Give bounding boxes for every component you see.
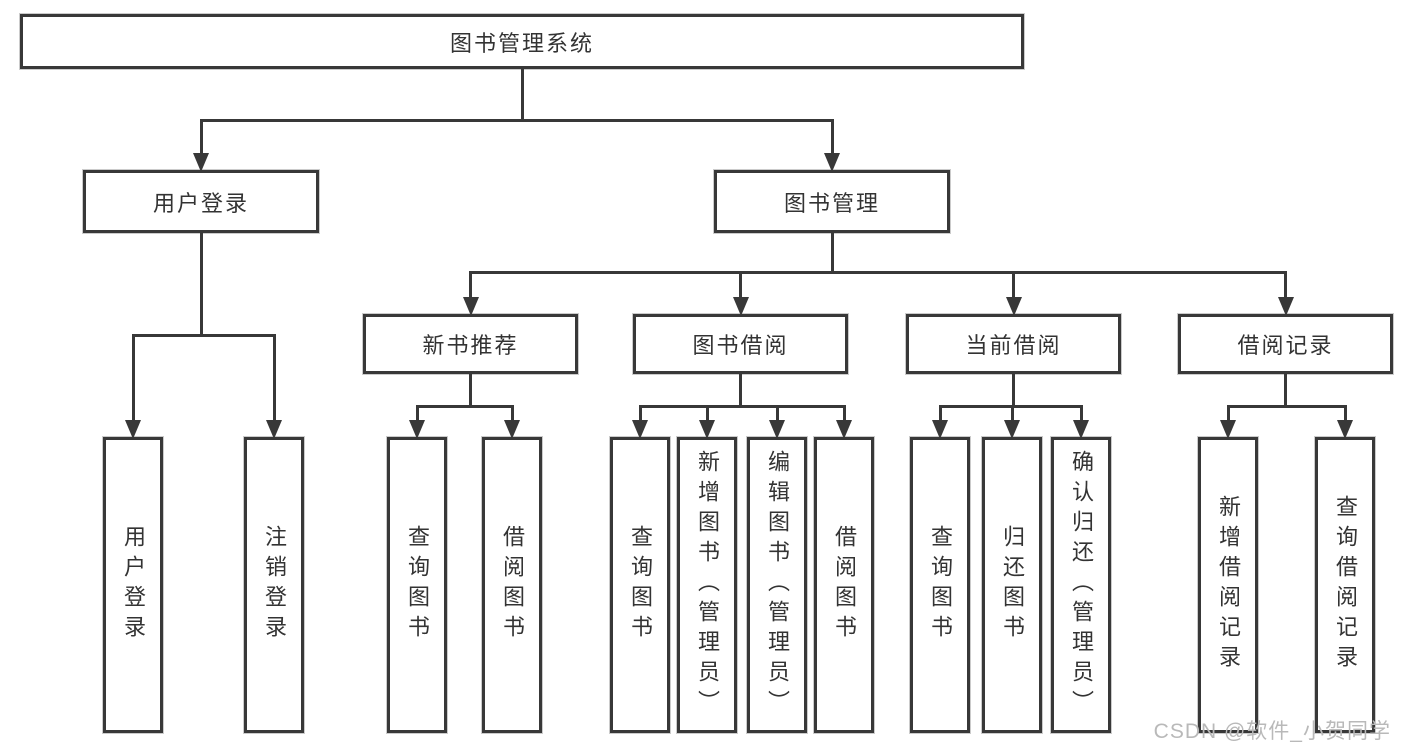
node-label-v-add-book: 新增图书（管理员） <box>695 450 720 720</box>
node-label-v-add-record: 新增借阅记录 <box>1216 495 1241 675</box>
connector-line <box>199 232 203 335</box>
arrowhead-down-icon <box>1073 420 1089 439</box>
arrowhead-down-icon <box>632 420 648 439</box>
node-current-borrow: 当前借阅 <box>906 314 1121 374</box>
node-book-borrow: 图书借阅 <box>633 314 848 374</box>
node-v-user-login: 用户登录 <box>103 437 163 733</box>
node-v-add-record: 新增借阅记录 <box>1198 437 1258 733</box>
connector-line <box>415 404 514 408</box>
node-label-v-edit-book: 编辑图书（管理员） <box>765 450 790 720</box>
arrowhead-down-icon <box>193 153 209 172</box>
node-label-book-mgmt: 图书管理 <box>783 190 880 216</box>
arrowhead-down-icon <box>1005 297 1022 316</box>
connector-line <box>469 270 1287 274</box>
connector-line <box>469 373 472 406</box>
node-label-v-logout: 注销登录 <box>262 525 287 645</box>
connector-line <box>415 406 419 421</box>
connector-line <box>510 406 514 421</box>
connector-line <box>739 373 742 406</box>
connector-line <box>131 333 276 337</box>
arrowhead-down-icon <box>699 420 715 439</box>
connector-line <box>1012 373 1015 406</box>
node-v-borrow-book-2: 借阅图书 <box>814 437 874 733</box>
arrowhead-down-icon <box>1337 420 1353 439</box>
arrowhead-down-icon <box>732 297 749 316</box>
arrowhead-down-icon <box>1220 420 1236 439</box>
connector-line <box>1012 272 1015 298</box>
arrowhead-down-icon <box>1004 420 1020 439</box>
connector-line <box>638 404 846 408</box>
node-v-add-book: 新增图书（管理员） <box>677 437 737 733</box>
arrowhead-down-icon <box>769 420 785 439</box>
connector-line <box>1284 272 1287 298</box>
connector-line <box>1226 404 1347 408</box>
connector-line <box>938 406 942 421</box>
arrowhead-down-icon <box>824 153 840 172</box>
node-label-v-borrow-book-2: 借阅图书 <box>832 525 857 645</box>
node-label-v-borrow-book-1: 借阅图书 <box>500 525 525 645</box>
node-v-edit-book: 编辑图书（管理员） <box>747 437 807 733</box>
node-v-confirm-return: 确认归还（管理员） <box>1051 437 1111 733</box>
connector-line <box>520 68 524 120</box>
connector-line <box>1010 406 1014 421</box>
connector-line <box>775 406 779 421</box>
node-v-return-book: 归还图书 <box>982 437 1042 733</box>
arrowhead-down-icon <box>1277 297 1294 316</box>
node-label-user-login: 用户登录 <box>152 190 249 216</box>
arrowhead-down-icon <box>409 420 425 439</box>
node-user-login: 用户登录 <box>83 170 319 233</box>
node-label-v-query-book-3: 查询图书 <box>928 525 953 645</box>
arrowhead-down-icon <box>836 420 852 439</box>
connector-line <box>830 120 834 154</box>
connector-line <box>739 272 742 298</box>
node-root: 图书管理系统 <box>20 14 1024 69</box>
node-label-v-return-book: 归还图书 <box>1000 525 1025 645</box>
arrowhead-down-icon <box>504 420 520 439</box>
node-label-root: 图书管理系统 <box>449 30 594 56</box>
node-v-query-book-3: 查询图书 <box>910 437 970 733</box>
node-borrow-records: 借阅记录 <box>1178 314 1393 374</box>
connector-line <box>272 335 276 421</box>
connector-line <box>830 232 834 272</box>
connector-line <box>1226 406 1230 421</box>
node-v-query-record: 查询借阅记录 <box>1315 437 1375 733</box>
node-v-borrow-book-1: 借阅图书 <box>482 437 542 733</box>
connector-line <box>469 272 472 298</box>
node-label-v-confirm-return: 确认归还（管理员） <box>1069 450 1094 720</box>
connector-line <box>131 335 135 421</box>
connector-line <box>1284 373 1287 406</box>
connector-line <box>1079 406 1083 421</box>
arrowhead-down-icon <box>125 420 141 439</box>
connector-line <box>1343 406 1347 421</box>
connector-line <box>199 118 834 122</box>
csdn-watermark: CSDN @软件_小贺同学 <box>1153 720 1391 743</box>
connector-line <box>638 406 642 421</box>
node-label-v-query-book-1: 查询图书 <box>405 525 430 645</box>
connector-line <box>842 406 846 421</box>
node-label-v-user-login: 用户登录 <box>121 525 146 645</box>
node-book-mgmt: 图书管理 <box>714 170 950 233</box>
arrowhead-down-icon <box>462 297 479 316</box>
node-label-new-book-rec: 新书推荐 <box>422 333 519 358</box>
node-label-v-query-record: 查询借阅记录 <box>1333 495 1358 675</box>
connector-line <box>199 120 203 154</box>
arrowhead-down-icon <box>266 420 282 439</box>
arrowhead-down-icon <box>932 420 948 439</box>
node-label-book-borrow: 图书借阅 <box>692 333 789 358</box>
node-v-query-book-2: 查询图书 <box>610 437 670 733</box>
node-v-logout: 注销登录 <box>244 437 304 733</box>
node-label-borrow-records: 借阅记录 <box>1237 333 1334 358</box>
connector-line <box>705 406 709 421</box>
node-new-book-rec: 新书推荐 <box>363 314 578 374</box>
node-label-v-query-book-2: 查询图书 <box>628 525 653 645</box>
node-v-query-book-1: 查询图书 <box>387 437 447 733</box>
node-label-current-borrow: 当前借阅 <box>965 333 1062 358</box>
